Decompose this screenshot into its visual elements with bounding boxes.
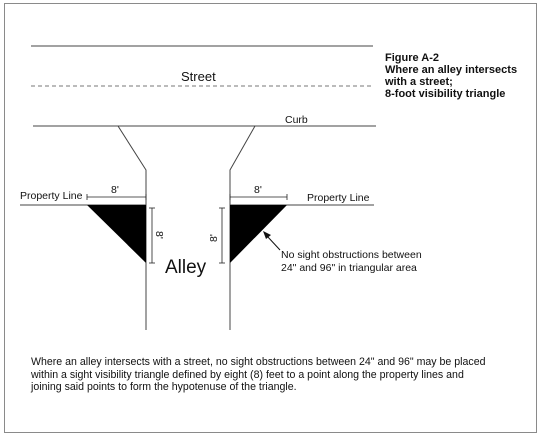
figure-caption-line-3: with a street; [385,76,453,88]
property-line-right-label: Property Line [307,192,370,204]
callout-line-2: 24" and 96" in triangular area [281,262,417,274]
alley-left-edge [117,125,147,330]
property-line-left-label: Property Line [20,190,83,202]
street-label: Street [181,69,216,84]
figure-frame [4,3,537,433]
figure-caption-line-4: 8-foot visibility triangle [385,88,506,100]
note-line-3: joining said points to form the hypotenu… [31,381,297,394]
visibility-triangle-left [87,205,146,263]
dimension-side-right-label: 8' [208,234,220,242]
dimension-side-left-label: 8' [153,231,165,239]
figure-caption-line-2: Where an alley intersects [385,64,518,76]
dimension-top-left-label: 8' [111,184,119,196]
callout-arrow-head [263,231,271,239]
alley-right-edge [229,125,256,330]
callout-arrow-line [266,235,281,251]
figure-caption-line-1: Figure A-2 [385,52,439,64]
note-line-2: within a sight visibility triangle defin… [31,368,464,381]
alley-label: Alley [165,257,207,278]
visibility-triangle-right [230,205,287,263]
figure-caption: Figure A-2 Where an alley intersects wit… [385,52,535,100]
explanatory-note: Where an alley intersects with a street,… [31,356,511,394]
dimension-top-right-label: 8' [254,184,262,196]
callout-line-1: No sight obstructions between [281,249,422,261]
note-line-1: Where an alley intersects with a street,… [31,356,486,368]
curb-label: Curb [285,114,308,126]
